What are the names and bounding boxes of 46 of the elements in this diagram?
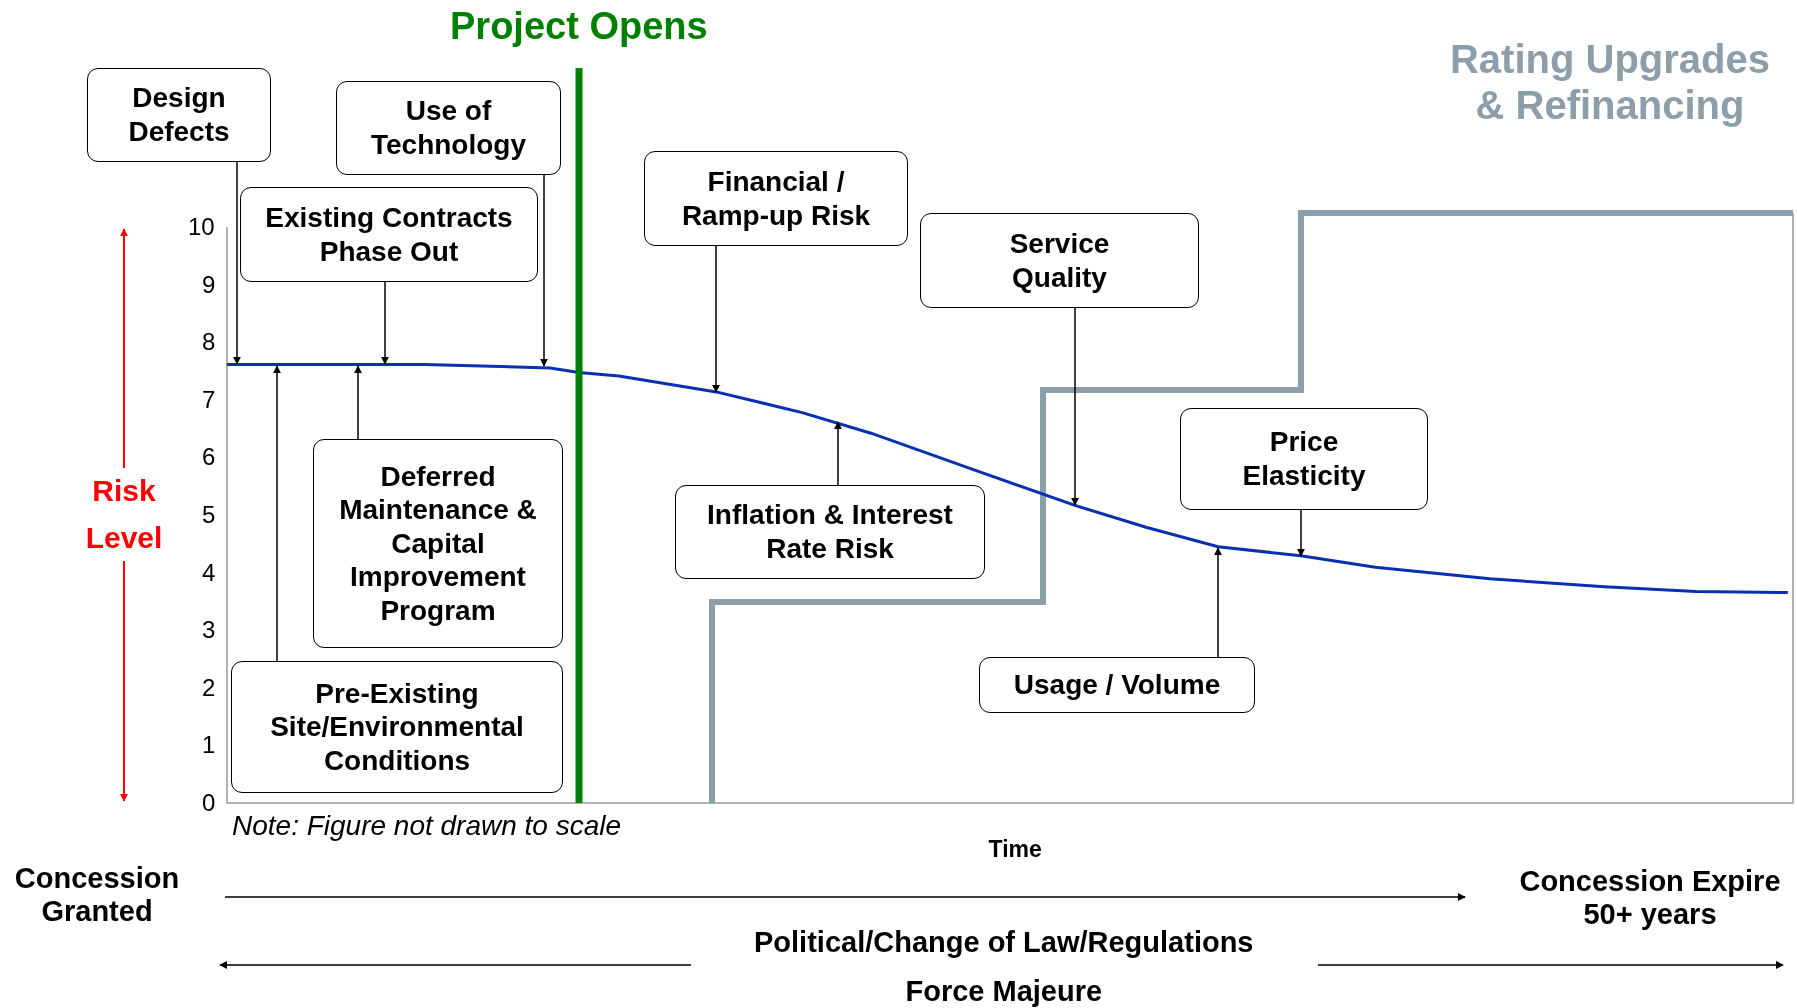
risk-factor-box	[240, 187, 538, 282]
risk-factor-box	[979, 657, 1255, 713]
leader-arrow	[712, 245, 720, 393]
box-label: Existing Contracts Phase Out	[264, 200, 514, 269]
leader-arrow	[1297, 509, 1305, 557]
leader-arrow	[381, 281, 389, 365]
tick-label: 10	[188, 213, 215, 241]
tick-label: 1	[202, 731, 216, 760]
box-label: Financial / Ramp-up Risk	[680, 164, 872, 233]
risk-factor-box	[87, 68, 271, 162]
risk-factor-box	[920, 213, 1199, 308]
box-label: Deferred Maintenance & Capital Improvement Program	[338, 459, 538, 628]
box-label: Price Elasticity	[1241, 425, 1367, 493]
leader-arrow	[1071, 307, 1079, 506]
leader-arrow	[273, 365, 281, 662]
box-label: Pre-Existing Site/Environmental Conditions	[269, 676, 525, 778]
box-label: Service Quality	[1008, 226, 1111, 295]
risk-factor-box	[336, 81, 561, 175]
risk-factor-box	[644, 151, 908, 246]
box-label: Use of Technology	[369, 94, 527, 162]
tick-label: 8	[202, 328, 216, 357]
tick-label: 5	[202, 501, 216, 529]
leader-arrow	[1214, 547, 1222, 658]
tick-label: 4	[202, 558, 216, 587]
leader-arrow	[354, 365, 362, 440]
box-label: Design Defects	[127, 81, 231, 149]
axis-title: Time	[988, 836, 1042, 863]
note-text: Note: Figure not drawn to scale	[232, 810, 622, 842]
tick-label: 6	[202, 443, 216, 472]
risk-factor-box	[231, 661, 563, 793]
tick-label: 3	[202, 616, 216, 645]
box-label: Usage / Volume	[1013, 668, 1221, 702]
risk-curve	[226, 362, 1788, 594]
milestone-label: Project Opens	[450, 5, 708, 48]
leader-arrow	[834, 421, 842, 486]
leader-arrow	[540, 174, 548, 367]
box-label: Inflation & Interest Rate Risk	[706, 498, 954, 566]
risk-factor-box	[313, 439, 563, 648]
leader-arrow	[233, 161, 241, 365]
timeline-label: Concession Granted	[13, 862, 181, 929]
tick-label: 9	[202, 270, 216, 299]
timeline-label: Concession Expire 50+ years	[1518, 865, 1782, 932]
tick-label: 7	[202, 385, 216, 414]
tick-label: 0	[202, 789, 216, 817]
rating-label: Rating Upgrades & Refinancing	[1448, 36, 1771, 128]
tick-label: 2	[202, 673, 216, 702]
